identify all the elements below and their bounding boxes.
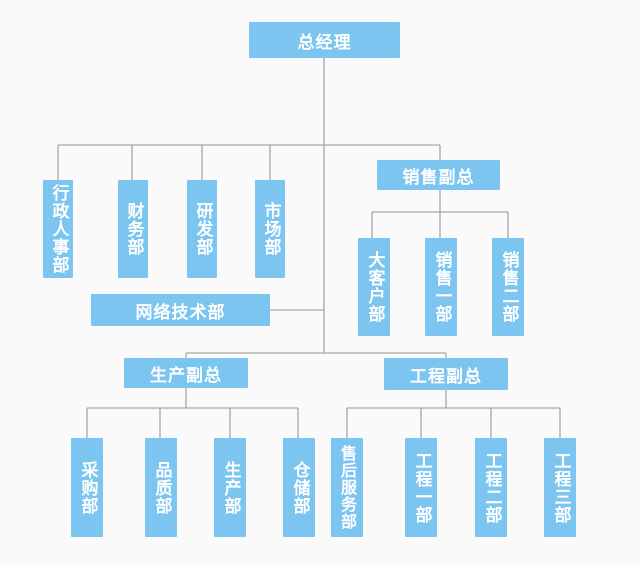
node-purchasing: 采购部 [71, 438, 103, 537]
node-sales-vp: 销售副总 [377, 160, 500, 190]
node-warehouse: 仓储部 [283, 438, 315, 537]
node-key-accounts: 大客户部 [358, 238, 390, 336]
node-engineering-three: 工程三部 [544, 438, 576, 537]
node-production: 生产部 [214, 438, 246, 537]
node-marketing: 市场部 [255, 180, 285, 278]
node-ceo: 总经理 [249, 22, 400, 58]
node-engineering-two: 工程二部 [475, 438, 507, 537]
node-quality: 品质部 [145, 438, 177, 537]
node-network-tech: 网络技术部 [91, 294, 270, 326]
node-production-vp: 生产副总 [124, 358, 248, 388]
node-sales-two: 销售二部 [492, 238, 524, 336]
node-admin-hr: 行政人事部 [43, 180, 73, 278]
node-sales-one: 销售一部 [425, 238, 457, 336]
node-after-sales: 售后服务部 [331, 438, 363, 537]
node-rnd: 研发部 [187, 180, 217, 278]
node-engineering-one: 工程一部 [405, 438, 437, 537]
node-engineering-vp: 工程副总 [384, 358, 508, 390]
node-finance: 财务部 [118, 180, 148, 278]
